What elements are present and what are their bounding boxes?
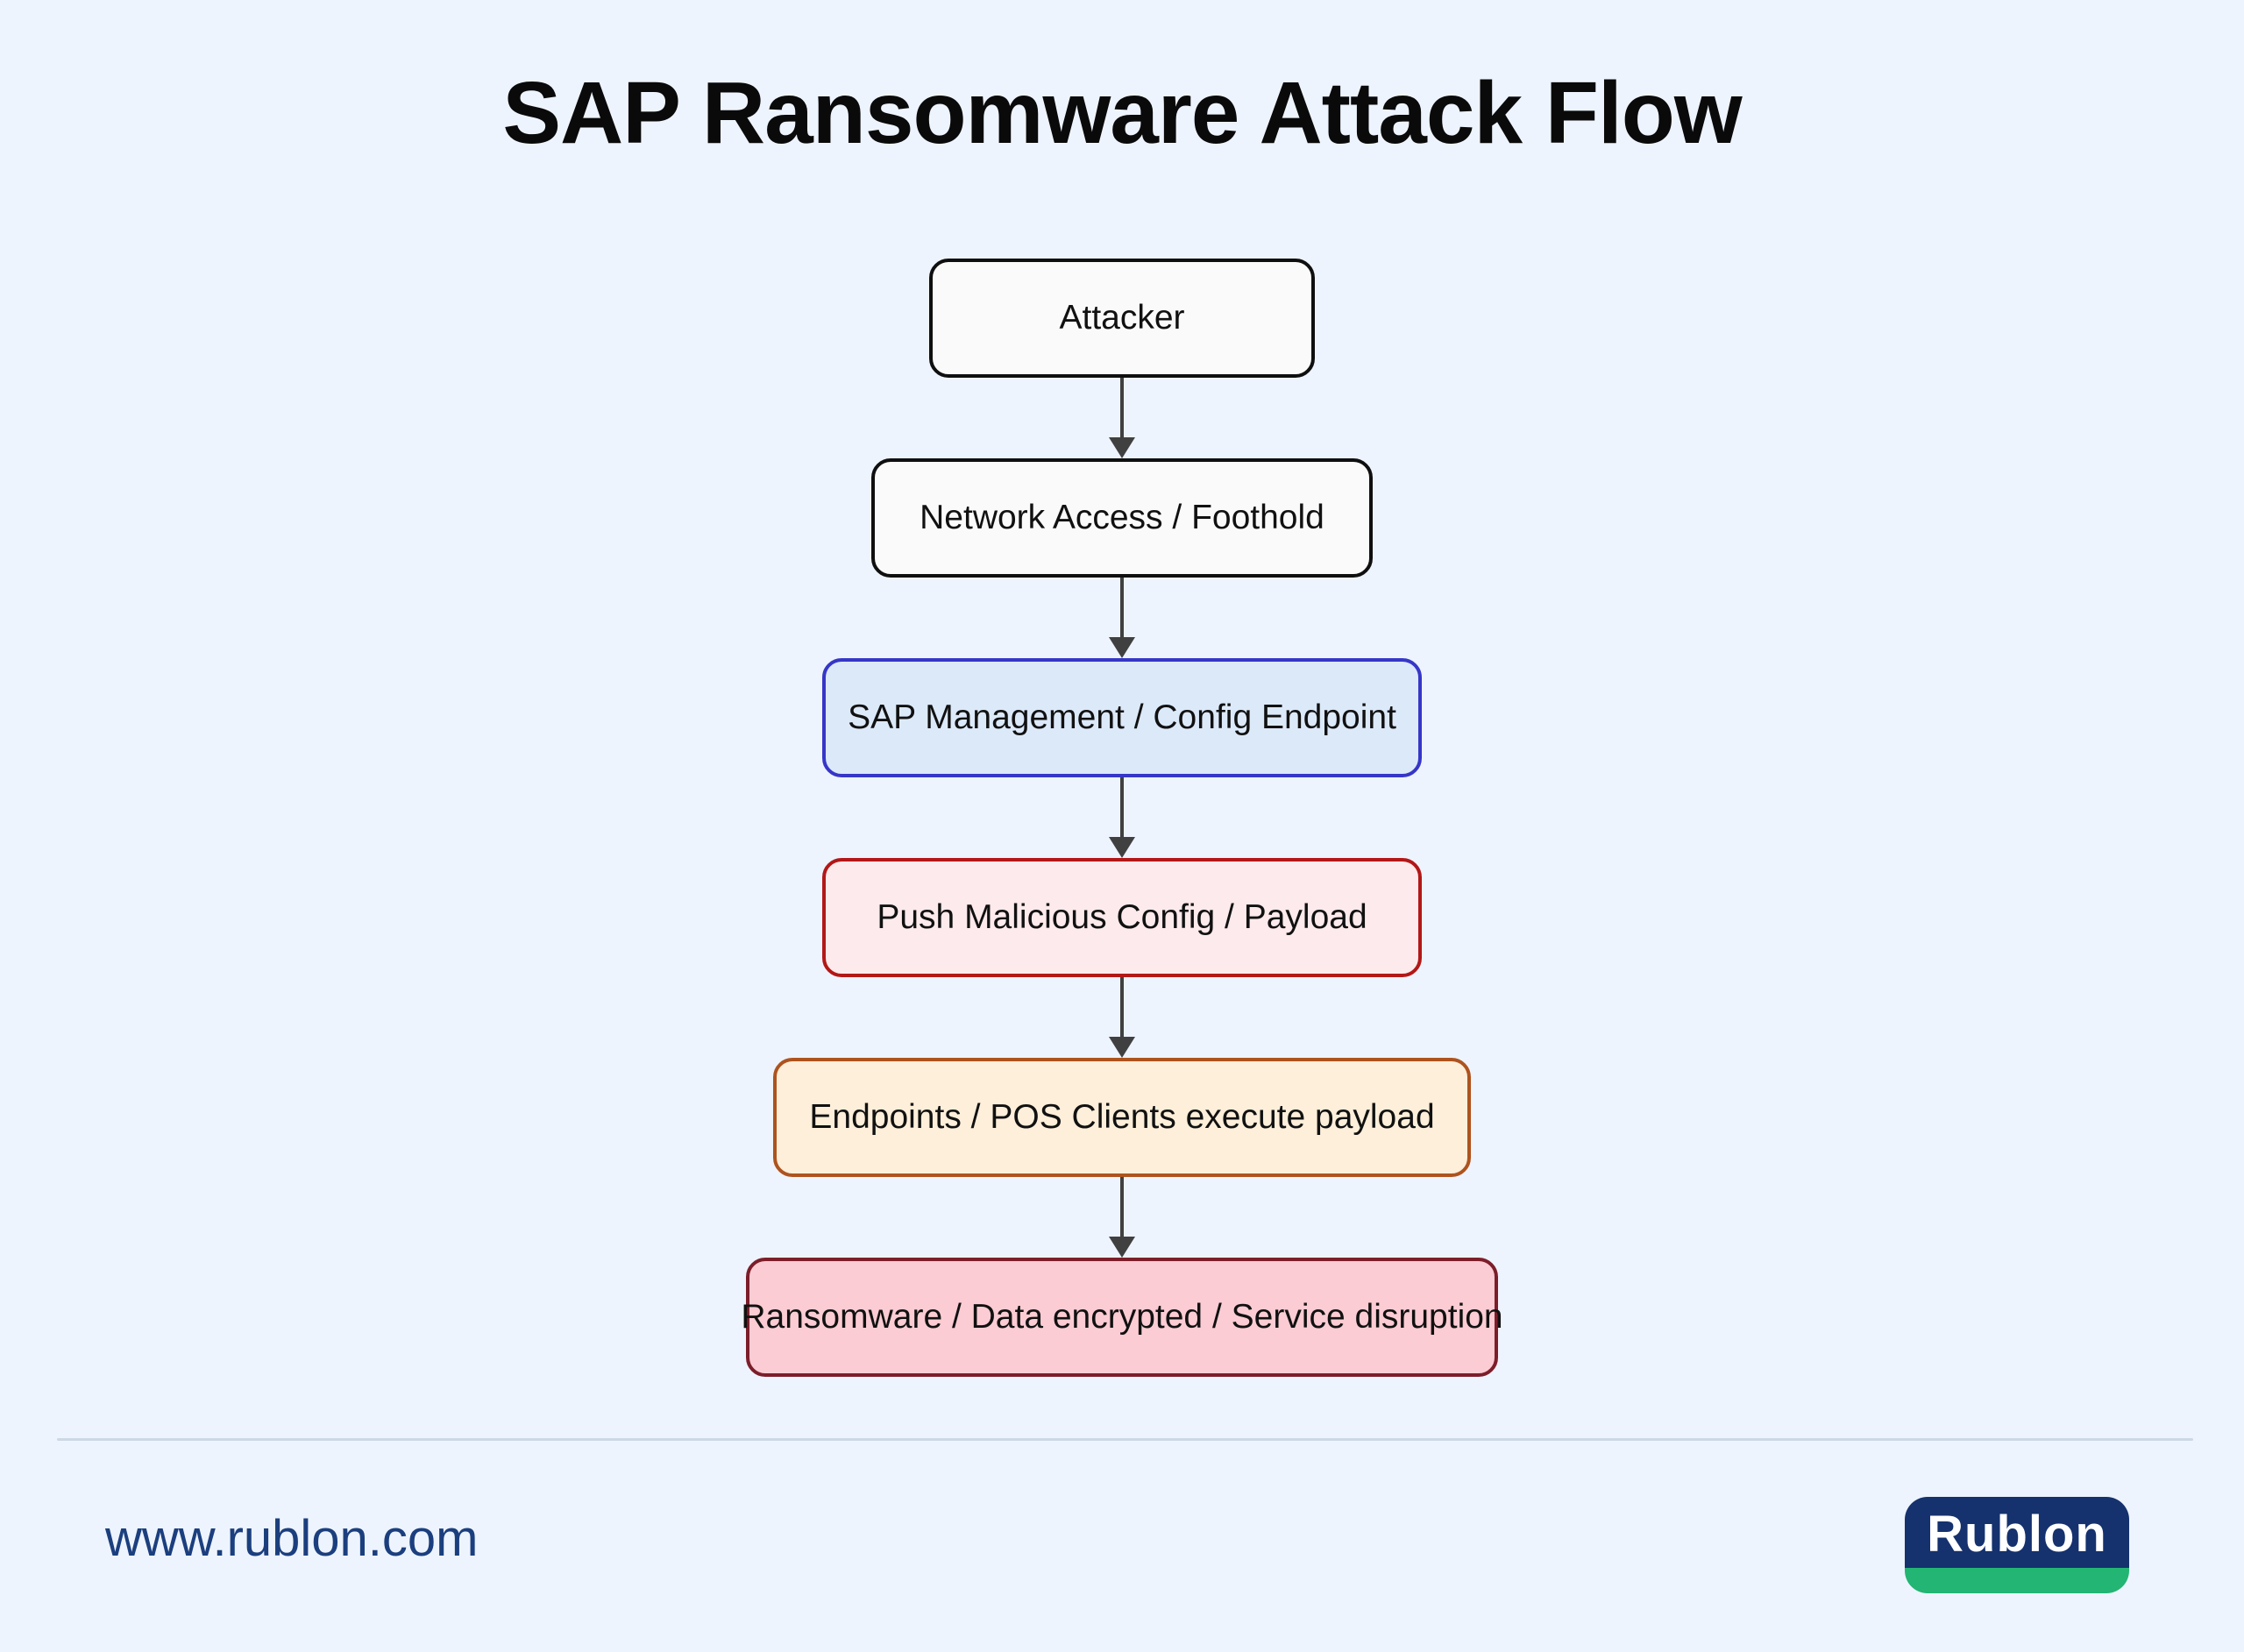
arrow-down-icon [1109,637,1135,658]
flow-arrow [1109,1177,1135,1258]
rublon-logo-text: Rublon [1927,1506,2107,1563]
footer-divider [57,1438,2193,1441]
flow-arrow [1109,378,1135,458]
rublon-logo: Rublon [1905,1497,2129,1593]
flow-arrow [1109,777,1135,858]
rublon-logo-green-bar [1905,1568,2129,1593]
flow-arrow [1109,578,1135,658]
node-attacker: Attacker [929,259,1315,378]
arrow-down-icon [1109,837,1135,858]
arrow-line [1120,977,1124,1039]
flow-arrow [1109,977,1135,1058]
rublon-logo-navy-panel: Rublon [1905,1497,2129,1568]
node-sap-management-endpoint: SAP Management / Config Endpoint [822,658,1422,777]
node-endpoints-execute-payload: Endpoints / POS Clients execute payload [773,1058,1471,1177]
arrow-line [1120,777,1124,839]
node-network-access: Network Access / Foothold [871,458,1373,578]
website-url: www.rublon.com [105,1510,479,1567]
node-push-malicious-config: Push Malicious Config / Payload [822,858,1422,977]
flowchart: Attacker Network Access / Foothold SAP M… [741,259,1503,1377]
arrow-line [1120,378,1124,439]
page-title: SAP Ransomware Attack Flow [502,64,1742,162]
arrow-down-icon [1109,1037,1135,1058]
arrow-down-icon [1109,1237,1135,1258]
arrow-line [1120,1177,1124,1238]
arrow-down-icon [1109,437,1135,458]
node-ransomware-impact: Ransomware / Data encrypted / Service di… [741,1258,1503,1377]
arrow-line [1120,578,1124,639]
